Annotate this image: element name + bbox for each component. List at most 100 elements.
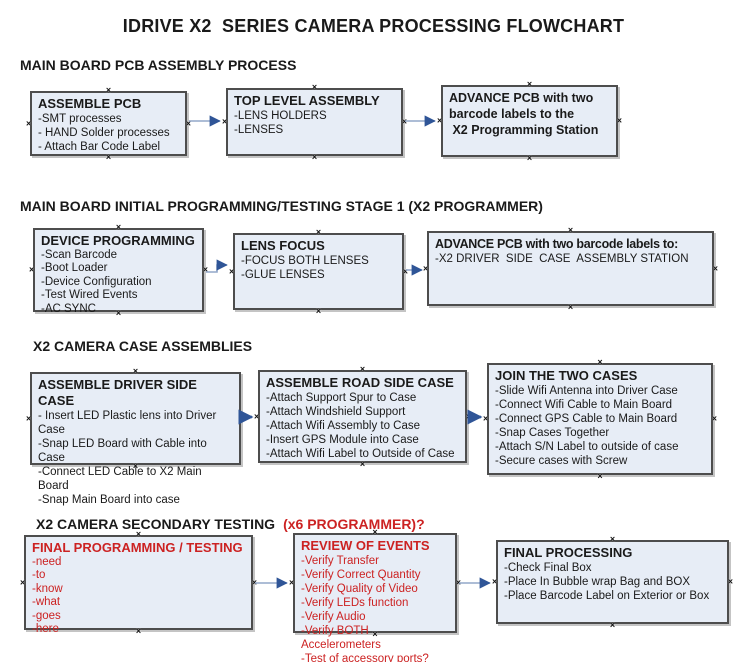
connection-handle-icon: × [229, 266, 235, 276]
connection-handle-icon: × [492, 576, 498, 587]
box-title: ADVANCE PCB with two barcode labels to: [435, 237, 678, 251]
flow-box-advance-pcb-driver-station[interactable]: ×××× ADVANCE PCB with two barcode labels… [423, 226, 718, 312]
box-line: -X2 DRIVER SIDE CASE ASSEMBLY STATION [435, 253, 689, 265]
connection-handle-icon: × [185, 118, 191, 128]
box-line: -LENSES [234, 124, 284, 136]
connection-handle-icon: × [616, 115, 622, 126]
flow-box-final-processing[interactable]: ×××× FINAL PROCESSING -Check Final Box -… [492, 535, 733, 630]
connection-handle-icon: × [132, 366, 139, 376]
section-header-initial-programming: MAIN BOARD INITIAL PROGRAMMING/TESTING S… [20, 198, 543, 214]
box-title: JOIN THE TWO CASES [495, 368, 638, 383]
connection-handle-icon: × [526, 153, 533, 163]
box-line: -Device Configuration [41, 275, 152, 288]
flow-box-final-programming-testing[interactable]: ×××× FINAL PROGRAMMING / TESTING -need -… [20, 530, 257, 636]
connection-handle-icon: × [254, 411, 260, 421]
box-line: -Verify BOTH Accelerometers [301, 625, 381, 651]
flow-box-join-the-two-cases[interactable]: × × × × JOIN THE TWO CASES -Slide Wifi Ante… [483, 358, 717, 481]
flow-box-lens-focus[interactable]: ×××× LENS FOCUS -FOCUS BOTH LENSES -GLUE… [229, 228, 408, 316]
box-title: FINAL PROGRAMMING / TESTING [32, 540, 243, 555]
box-line: -need [32, 556, 62, 568]
box-line: -Connect GPS Cable to Main Board [495, 413, 678, 425]
box-line: -Attach Support Spur to Case [266, 392, 417, 404]
box-line: - Attach Bar Code Label [38, 141, 161, 153]
connection-handle-icon: × [711, 413, 717, 424]
connection-handle-icon: × [251, 577, 257, 587]
section-header-case-assemblies: X2 CAMERA CASE ASSEMBLIES [33, 338, 253, 354]
connection-handle-icon: × [609, 534, 616, 544]
box-line: -AC SYNC [41, 302, 96, 315]
box-title: LENS FOCUS [241, 238, 325, 253]
connection-handle-icon: × [597, 471, 603, 481]
section-header-secondary-testing: X2 CAMERA SECONDARY TESTING (x6 PROGRAMME… [36, 516, 425, 532]
box-line: -Verify Audio [301, 611, 366, 623]
box-line: -SMT processes [38, 113, 122, 125]
box-line: -Attach Wifi Assembly to Case [266, 420, 421, 432]
box-line: -Place Barcode Label on Exterior or Box [504, 590, 710, 602]
box-line: -Secure cases with Screw [495, 455, 628, 467]
connection-handle-icon: × [567, 302, 574, 312]
flow-box-top-level-assembly[interactable]: ×××× TOP LEVEL ASSEMBLY -LENS HOLDERS -L… [222, 83, 407, 162]
box-title: ASSEMBLE PCB [38, 96, 142, 111]
box-title: DEVICE PROGRAMMING [41, 233, 195, 248]
box-line: -Connect Wifi Cable to Main Board [495, 399, 673, 411]
box-line: -Snap LED Board with Cable into Case [38, 438, 210, 464]
box-title: ASSEMBLE ROAD SIDE CASE [266, 375, 454, 390]
connection-handle-icon: × [311, 82, 318, 92]
box-line: -goes [32, 609, 61, 622]
box-line: -Verify Transfer [301, 555, 379, 567]
connection-handle-icon: × [105, 152, 112, 162]
box-line: -Attach S/N Label to outside of case [495, 441, 679, 453]
connection-handle-icon: × [359, 364, 366, 374]
box-line: -here [32, 623, 59, 636]
box-line: -Verify Correct Quantity [301, 569, 421, 581]
box-line: -Insert GPS Module into Case [266, 434, 419, 446]
box-line: -Test of accessory ports? [301, 653, 429, 662]
flow-box-advance-pcb-programming-station[interactable]: × × × × ADVANCE PCB with two barcode labels… [437, 80, 622, 163]
box-line: -Check Final Box [504, 562, 592, 574]
connection-handle-icon: × [105, 85, 112, 95]
box-line: -Connect LED Cable to X2 Main Board [38, 466, 205, 492]
box-line: -know [32, 582, 63, 595]
box-title: FINAL PROCESSING [504, 545, 633, 560]
connection-handle-icon: × [311, 152, 318, 162]
connection-handle-icon: × [597, 357, 603, 367]
flow-box-device-programming[interactable]: ×××× DEVICE PROGRAMMING -Scan Barcode -B… [29, 223, 208, 318]
box-title: ADVANCE PCB with two barcode labels to t… [449, 91, 599, 137]
connection-handle-icon: × [712, 263, 718, 273]
connection-handle-icon: × [437, 115, 443, 126]
box-line: -Scan Barcode [41, 249, 118, 261]
box-title: ASSEMBLE DRIVER SIDE CASE [38, 377, 201, 408]
connection-handle-icon: × [402, 266, 408, 276]
box-line: -Place In Bubble wrap Bag and BOX [504, 576, 691, 588]
connection-handle-icon: × [526, 79, 533, 89]
flow-box-assemble-pcb[interactable]: ×××× ASSEMBLE PCB -SMT processes - HAND … [26, 86, 191, 162]
connection-handle-icon: × [115, 222, 122, 232]
connection-handle-icon: × [26, 413, 32, 423]
flow-box-assemble-driver-side-case[interactable]: ×××× ASSEMBLE DRIVER SIDE CASE - Insert … [26, 367, 245, 507]
box-title: REVIEW OF EVENTS [301, 538, 430, 553]
box-line: - HAND Solder processes [38, 127, 170, 139]
connection-handle-icon: × [567, 225, 574, 235]
box-line: -Snap Cases Together [495, 427, 610, 439]
box-line: -GLUE LENSES [241, 269, 325, 281]
flow-arrow-deviceprog-to-lensfocus[interactable] [206, 259, 228, 273]
connection-handle-icon: × [289, 577, 295, 588]
connection-handle-icon: × [455, 577, 461, 588]
section-header-pcb-assembly: MAIN BOARD PCB ASSEMBLY PROCESS [20, 57, 297, 73]
section-header-programmer-question: (x6 PROGRAMMER)? [283, 516, 425, 532]
section-header-secondary-testing-text: X2 CAMERA SECONDARY TESTING [36, 516, 276, 532]
flow-box-assemble-road-side-case[interactable]: ×××× ASSEMBLE ROAD SIDE CASE -Attach Sup… [254, 365, 471, 469]
flowchart-title: IDRIVE X2 SERIES CAMERA PROCESSING FLOWC… [122, 16, 625, 36]
box-line: -Attach Windshield Support [266, 406, 406, 418]
box-title: TOP LEVEL ASSEMBLY [234, 93, 380, 108]
connection-handle-icon: × [359, 459, 366, 469]
connection-handle-icon: × [483, 413, 489, 424]
box-line: -FOCUS BOTH LENSES [241, 255, 369, 267]
connection-handle-icon: × [401, 116, 407, 127]
connection-handle-icon: × [239, 413, 245, 423]
box-line: -Test Wired Events [41, 289, 138, 302]
box-line: -Slide Wifi Antenna into Driver Case [495, 385, 678, 397]
connection-handle-icon: × [727, 576, 733, 587]
flow-box-review-of-events[interactable]: ×××× REVIEW OF EVENTS -Verify Transfer -… [289, 528, 461, 662]
